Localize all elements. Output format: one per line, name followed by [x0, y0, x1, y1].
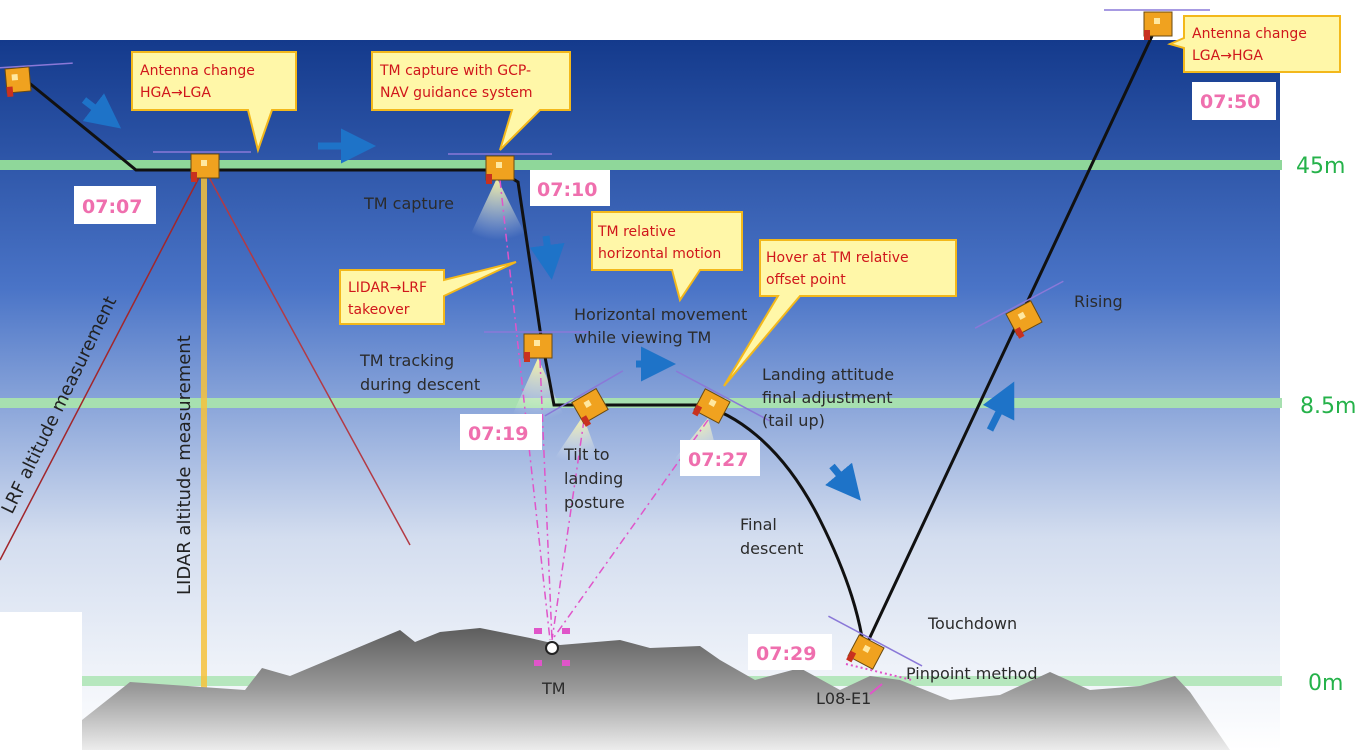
- svg-text:Antenna change: Antenna change: [1192, 26, 1307, 42]
- spacecraft-icon: [544, 370, 624, 427]
- pinpoint-dotted-line: [845, 663, 913, 681]
- lrf-measurement-line-right: [203, 167, 411, 546]
- timestamp-0750: 07:50: [1192, 82, 1276, 120]
- altitude-label-0m: 0m: [1308, 671, 1343, 696]
- timestamp-0727: 07:27: [680, 440, 760, 476]
- altitude-label-45m: 45m: [1296, 154, 1345, 179]
- label-horizontal-movement-2: while viewing TM: [574, 328, 711, 347]
- right-margin: [1280, 0, 1360, 750]
- spacecraft-icon: [0, 62, 73, 97]
- label-final-descent-2: descent: [740, 539, 803, 558]
- callout-hover-offset: Hover at TM relative offset point: [723, 239, 957, 387]
- lidar-measurement-beam: [201, 170, 207, 750]
- camera-cone-tracking: [510, 358, 566, 420]
- label-tilt-1: Tilt to: [563, 445, 610, 464]
- legend-panel: [0, 612, 82, 750]
- svg-text:LGA→HGA: LGA→HGA: [1192, 48, 1263, 64]
- spacecraft-icon: [484, 331, 590, 362]
- label-landing-site: L08-E1: [816, 689, 871, 708]
- label-tilt-3: posture: [564, 493, 625, 512]
- callout-antenna-hga-to-lga: Antenna change HGA→LGA: [131, 51, 297, 154]
- direction-arrows: [81, 93, 1015, 501]
- svg-text:07:50: 07:50: [1200, 91, 1260, 113]
- label-landing-attitude-1: Landing attitude: [762, 365, 894, 384]
- camera-cone-capture: [468, 178, 528, 240]
- label-pinpoint-method: Pinpoint method: [906, 664, 1038, 683]
- timestamp-0719: 07:19: [460, 414, 542, 450]
- target-marker-icon: [534, 628, 570, 666]
- timestamp-0729: 07:29: [748, 634, 832, 670]
- svg-text:offset point: offset point: [766, 272, 846, 288]
- callout-tm-capture-gcp: TM capture with GCP- NAV guidance system: [371, 51, 571, 151]
- tm-sight-lines: [499, 179, 709, 641]
- svg-text:07:29: 07:29: [756, 643, 816, 665]
- svg-text:takeover: takeover: [348, 302, 410, 318]
- svg-text:07:10: 07:10: [537, 179, 597, 201]
- lrf-measurement-line: [0, 167, 205, 561]
- svg-text:HGA→LGA: HGA→LGA: [140, 85, 211, 101]
- pinpoint-arrow: [869, 683, 883, 695]
- svg-text:07:19: 07:19: [468, 423, 528, 445]
- svg-text:TM relative: TM relative: [597, 224, 676, 240]
- svg-text:TM capture with GCP-: TM capture with GCP-: [379, 63, 531, 79]
- terrain: [82, 628, 1230, 750]
- svg-text:Antenna change: Antenna change: [140, 63, 255, 79]
- spacecraft-icon: [828, 615, 923, 670]
- label-landing-attitude-2: final adjustment: [762, 388, 893, 407]
- spacecraft-icon: [974, 280, 1064, 339]
- camera-cone-tilt: [552, 416, 600, 462]
- altitude-label-8-5m: 8.5m: [1300, 394, 1356, 419]
- callout-tm-relative-motion: TM relative horizontal motion: [591, 211, 743, 303]
- label-tilt-2: landing: [564, 469, 623, 488]
- lidar-measurement-label: LIDAR altitude measurement: [174, 335, 195, 595]
- label-landing-attitude-3: (tail up): [762, 411, 825, 430]
- svg-text:07:27: 07:27: [688, 449, 748, 471]
- label-tm-tracking-1: TM tracking: [359, 351, 454, 370]
- spacecraft-icon: [448, 153, 552, 184]
- label-touchdown: Touchdown: [927, 614, 1017, 633]
- label-rising: Rising: [1074, 292, 1123, 311]
- svg-text:Hover at TM relative: Hover at TM relative: [766, 250, 909, 266]
- label-tm: TM: [541, 679, 566, 698]
- spacecraft-icon: [675, 370, 771, 424]
- timestamp-0710: 07:10: [530, 170, 610, 206]
- top-margin: [0, 0, 1280, 40]
- spacecraft-icon: [1104, 9, 1210, 40]
- label-tm-capture: TM capture: [363, 194, 454, 213]
- callout-lidar-lrf: LIDAR→LRF takeover: [339, 261, 517, 325]
- label-horizontal-movement-1: Horizontal movement: [574, 305, 747, 324]
- spacecraft-icon: [153, 151, 251, 182]
- svg-text:NAV guidance system: NAV guidance system: [380, 85, 533, 101]
- label-final-descent-1: Final: [740, 515, 777, 534]
- callout-antenna-lga-to-hga: Antenna change LGA→HGA: [1167, 15, 1341, 73]
- svg-text:LIDAR→LRF: LIDAR→LRF: [348, 280, 427, 296]
- svg-text:07:07: 07:07: [82, 196, 142, 218]
- altitude-line-45m: [0, 160, 1282, 170]
- altitude-line-8-5m: [0, 398, 1282, 408]
- label-tm-tracking-2: during descent: [360, 375, 480, 394]
- svg-text:horizontal motion: horizontal motion: [598, 246, 721, 262]
- timestamp-0707: 07:07: [74, 186, 156, 224]
